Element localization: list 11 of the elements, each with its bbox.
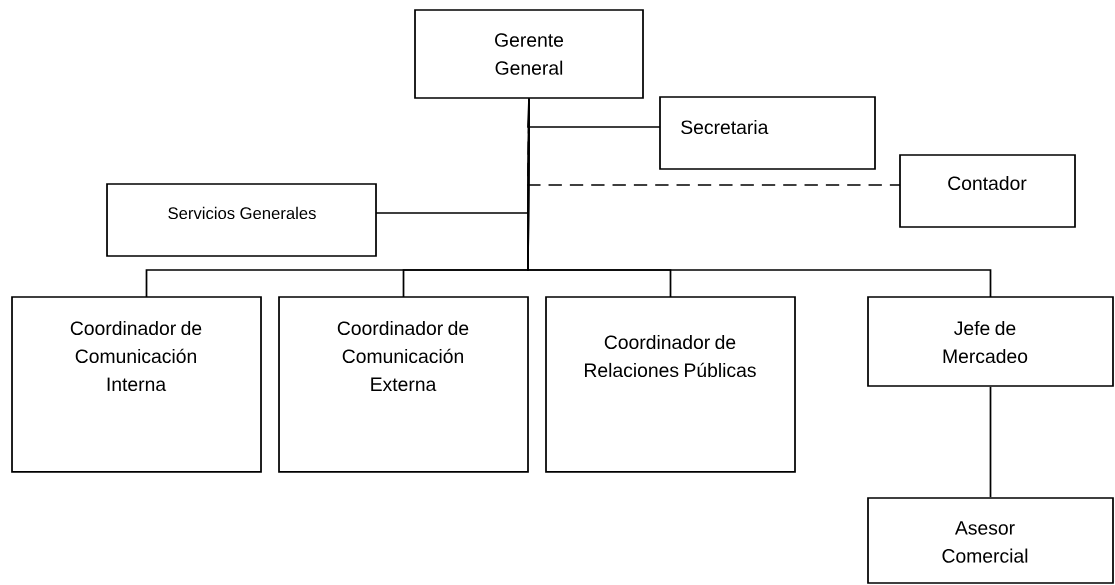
org-box: Servicios Generales	[106, 183, 377, 257]
org-box: Coordinador de Comunicación Externa	[278, 296, 529, 473]
connector-line	[989, 386, 992, 498]
org-box: Coordinador de Comunicación Interna	[11, 296, 262, 473]
connector-line	[527, 98, 992, 298]
org-box: Gerente General	[414, 9, 644, 99]
org-box: Asesor Comercial	[867, 497, 1114, 584]
org-box: Coordinador de Relaciones Públicas	[545, 296, 796, 473]
org-box: Secretaria	[659, 96, 876, 170]
org-box: Contador	[899, 154, 1076, 228]
org-box: Jefe de Mercadeo	[867, 296, 1114, 387]
